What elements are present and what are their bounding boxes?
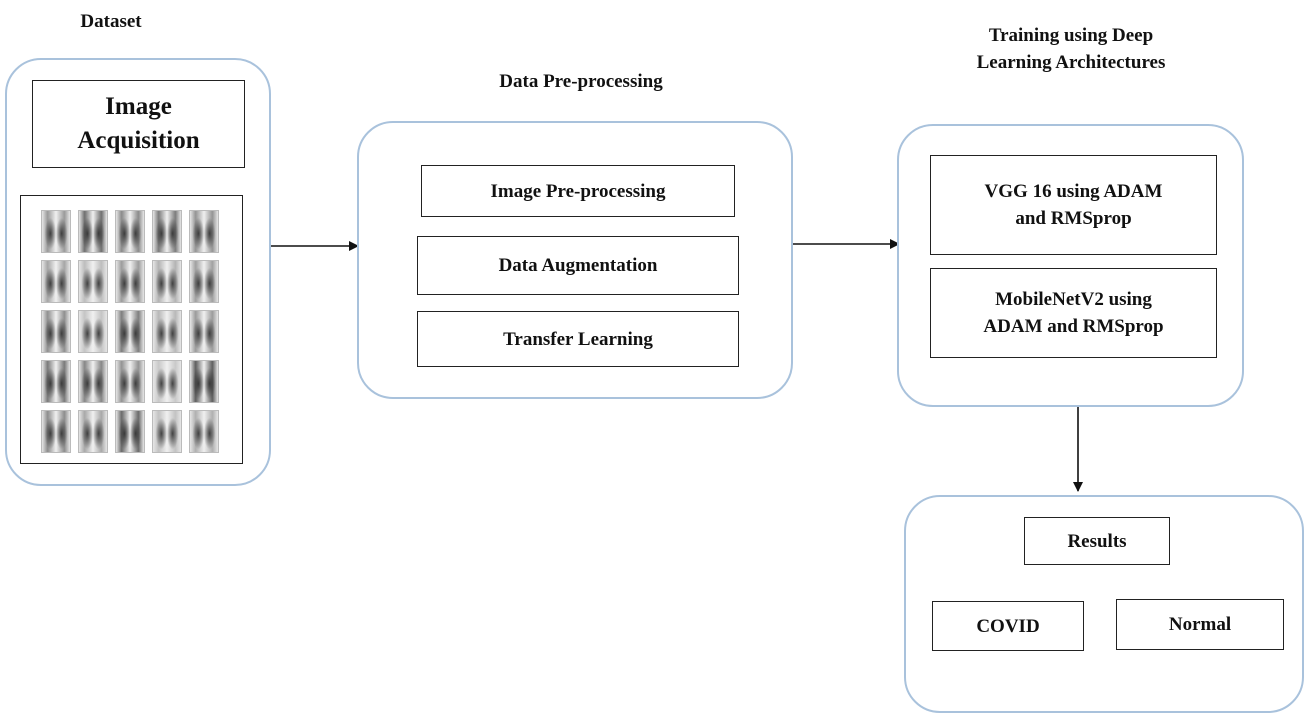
xray-thumbnail — [78, 360, 108, 403]
xray-thumbnail — [78, 410, 108, 453]
xray-thumbnail — [115, 360, 145, 403]
outcome-covid-box: COVID — [932, 601, 1084, 651]
step-image-preprocessing: Image Pre-processing — [421, 165, 735, 217]
model-mobilenetv2-box: MobileNetV2 using ADAM and RMSprop — [930, 268, 1217, 358]
xray-thumbnail — [152, 360, 182, 403]
xray-thumbnail — [41, 310, 71, 353]
xray-thumbnail — [41, 410, 71, 453]
xray-thumbnail — [115, 260, 145, 303]
xray-thumbnail — [189, 410, 219, 453]
xray-thumbnail — [115, 210, 145, 253]
xray-thumbnail — [78, 310, 108, 353]
model-vgg16-box: VGG 16 using ADAM and RMSprop — [930, 155, 1217, 255]
xray-thumbnail — [189, 310, 219, 353]
xray-thumbnail — [115, 410, 145, 453]
xray-thumbnail — [152, 260, 182, 303]
xray-thumbnail — [152, 210, 182, 253]
xray-thumbnail — [41, 260, 71, 303]
xray-thumbnail — [189, 210, 219, 253]
training-heading-line2: Learning Architectures — [976, 52, 1166, 73]
model-mobilenetv2-label-line1: MobileNetV2 using — [995, 289, 1152, 310]
xray-thumbnail — [189, 360, 219, 403]
dataset-heading: Dataset — [80, 11, 142, 32]
xray-thumbnail — [78, 260, 108, 303]
xray-image-grid — [20, 195, 243, 464]
xray-thumbnail — [115, 310, 145, 353]
training-heading: Training using Deep Learning Architectur… — [918, 22, 1224, 76]
xray-thumbnail — [78, 210, 108, 253]
training-heading-line1: Training using Deep — [988, 25, 1154, 46]
image-acquisition-label-line1: Image — [105, 93, 172, 120]
image-acquisition-label-line2: Acquisition — [77, 127, 200, 154]
model-vgg16-label-line1: VGG 16 using ADAM — [984, 181, 1163, 202]
outcome-normal-box: Normal — [1116, 599, 1284, 650]
xray-thumbnail — [152, 310, 182, 353]
image-acquisition-box: Image Acquisition — [32, 80, 245, 168]
model-vgg16-label-line2: and RMSprop — [1015, 208, 1132, 229]
results-box: Results — [1024, 517, 1170, 565]
step-data-augmentation: Data Augmentation — [417, 236, 739, 295]
xray-thumbnail — [189, 260, 219, 303]
preprocessing-heading: Data Pre-processing — [499, 71, 663, 92]
xray-thumbnail — [41, 360, 71, 403]
step-transfer-learning: Transfer Learning — [417, 311, 739, 367]
xray-thumbnail — [41, 210, 71, 253]
model-mobilenetv2-label-line2: ADAM and RMSprop — [983, 316, 1164, 337]
xray-thumbnail — [152, 410, 182, 453]
